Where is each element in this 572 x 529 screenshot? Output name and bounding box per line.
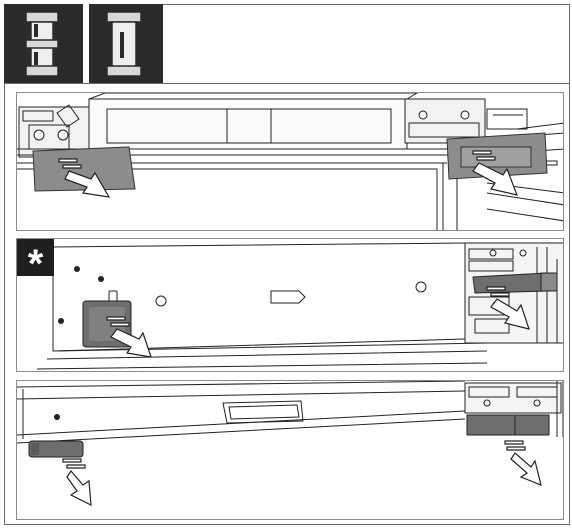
cover-cap-right	[466, 414, 550, 436]
note-asterisk-badge: *	[17, 239, 54, 286]
step-2-illustration: *	[16, 238, 564, 372]
page-frame	[4, 4, 570, 525]
cover-cap-left	[28, 440, 84, 458]
hinge-single-slot-icon	[89, 4, 163, 83]
icon-divider	[83, 4, 89, 83]
step-3-illustration	[16, 380, 564, 520]
cover-cap-left	[32, 146, 136, 192]
cover-cap-right	[472, 272, 548, 294]
step-1-illustration	[16, 92, 564, 231]
hinge-with-spacer-icon	[4, 4, 83, 83]
header-bar	[4, 4, 570, 84]
